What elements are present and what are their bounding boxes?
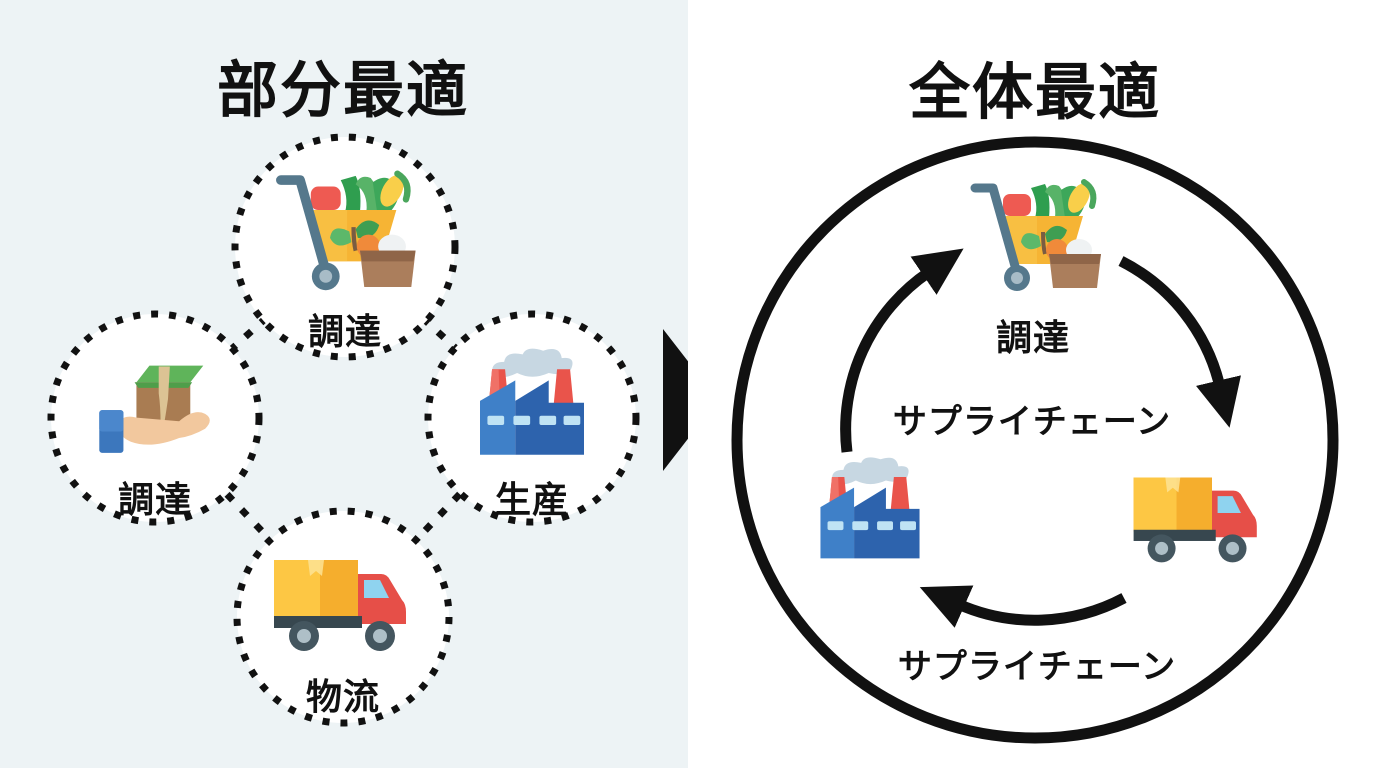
cycle-arrows bbox=[840, 248, 1241, 628]
right-panel-title: 全体最適 bbox=[908, 58, 1162, 126]
factory-icon bbox=[467, 345, 597, 466]
node-label-procurement-hand: 調達 bbox=[117, 479, 193, 520]
arrow-truck-to-factory bbox=[919, 585, 1127, 628]
cycle-node-label-procurement: 調達 bbox=[995, 317, 1071, 358]
outer-cycle-circle bbox=[731, 136, 1339, 744]
factory-icon bbox=[808, 454, 932, 569]
grocery-cart-icon bbox=[965, 172, 1105, 302]
arrow-cart-to-truck bbox=[1118, 256, 1241, 428]
node-label-procurement-cart: 調達 bbox=[307, 311, 383, 352]
node-label-production: 生産 bbox=[494, 479, 570, 520]
partial-optimization-panel: 部分最適 調達 調達 生産 物流 bbox=[0, 0, 688, 768]
hand-holding-soil-icon bbox=[90, 345, 220, 466]
cycle-graphic bbox=[731, 136, 1339, 744]
delivery-truck-icon bbox=[1128, 468, 1268, 571]
supply-chain-center-label: サプライチェーン bbox=[892, 403, 1172, 441]
grocery-cart-icon bbox=[270, 163, 420, 302]
left-panel-title: 部分最適 bbox=[216, 56, 470, 124]
arrow-factory-to-cart bbox=[840, 248, 964, 453]
total-optimization-panel: 全体最適 調達 サプライチェーン サプライチェーン bbox=[688, 0, 1376, 768]
node-label-logistics: 物流 bbox=[305, 676, 381, 717]
supply-chain-bottom-label: サプライチェーン bbox=[897, 648, 1177, 686]
delivery-truck-icon bbox=[268, 550, 418, 660]
